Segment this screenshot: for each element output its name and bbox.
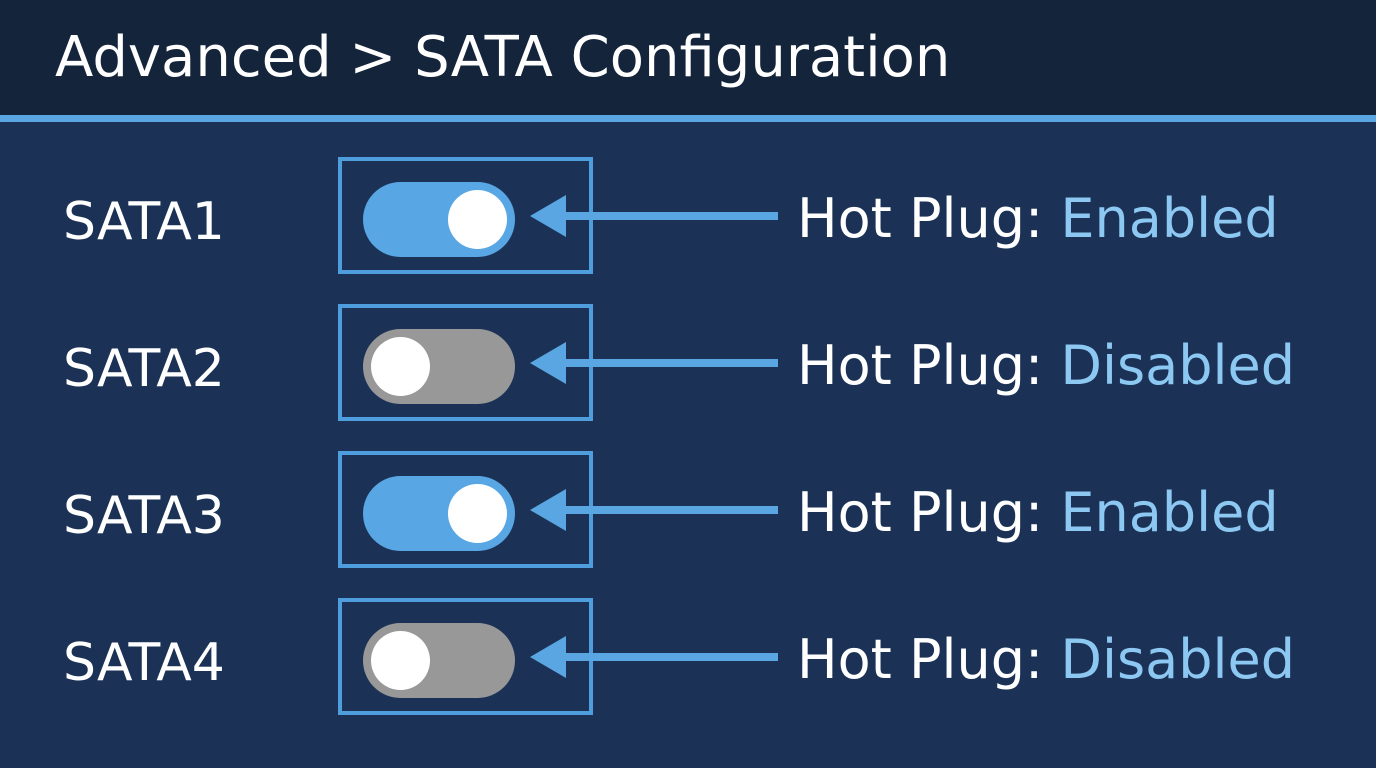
- toggle-frame-sata3: [338, 451, 593, 568]
- toggle-frame-sata1: [338, 157, 593, 274]
- sata-row-3: SATA3 Hot Plug: Enabled: [0, 451, 1376, 575]
- arrow-left-icon: [530, 342, 778, 384]
- port-label-sata2: SATA2: [63, 339, 225, 399]
- toggle-knob: [371, 631, 430, 690]
- hot-plug-status-sata2: Hot Plug: Disabled: [797, 334, 1295, 398]
- header-bar: Advanced > SATA Configuration: [0, 0, 1376, 115]
- hot-plug-status-sata3: Hot Plug: Enabled: [797, 481, 1279, 545]
- hot-plug-value: Enabled: [1060, 187, 1279, 250]
- hot-plug-status-sata4: Hot Plug: Disabled: [797, 628, 1295, 692]
- toggle-knob: [371, 337, 430, 396]
- toggle-frame-sata4: [338, 598, 593, 715]
- hot-plug-value: Disabled: [1060, 334, 1296, 397]
- port-label-sata1: SATA1: [63, 192, 225, 252]
- toggle-knob: [448, 484, 507, 543]
- arrow-left-icon: [530, 195, 778, 237]
- sata-row-1: SATA1 Hot Plug: Enabled: [0, 157, 1376, 281]
- sata-row-4: SATA4 Hot Plug: Disabled: [0, 598, 1376, 722]
- hot-plug-status-sata1: Hot Plug: Enabled: [797, 187, 1279, 251]
- sata-row-2: SATA2 Hot Plug: Disabled: [0, 304, 1376, 428]
- header-divider: [0, 115, 1376, 122]
- sata-configuration-panel: SATA1 Hot Plug: Enabled SATA2 Hot Plug:: [0, 122, 1376, 768]
- port-label-sata3: SATA3: [63, 486, 225, 546]
- hot-plug-value: Disabled: [1060, 628, 1296, 691]
- hot-plug-label: Hot Plug:: [797, 481, 1044, 544]
- toggle-frame-sata2: [338, 304, 593, 421]
- hot-plug-label: Hot Plug:: [797, 334, 1044, 397]
- hot-plug-label: Hot Plug:: [797, 187, 1044, 250]
- hot-plug-toggle-sata2[interactable]: [363, 329, 515, 404]
- page-title: Advanced > SATA Configuration: [55, 25, 951, 90]
- hot-plug-toggle-sata4[interactable]: [363, 623, 515, 698]
- toggle-knob: [448, 190, 507, 249]
- port-label-sata4: SATA4: [63, 633, 225, 693]
- hot-plug-label: Hot Plug:: [797, 628, 1044, 691]
- arrow-left-icon: [530, 636, 778, 678]
- hot-plug-toggle-sata3[interactable]: [363, 476, 515, 551]
- arrow-left-icon: [530, 489, 778, 531]
- hot-plug-toggle-sata1[interactable]: [363, 182, 515, 257]
- hot-plug-value: Enabled: [1060, 481, 1279, 544]
